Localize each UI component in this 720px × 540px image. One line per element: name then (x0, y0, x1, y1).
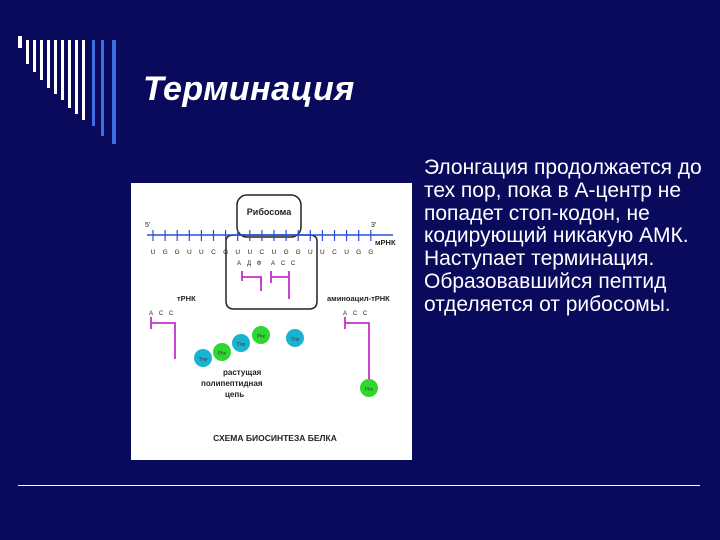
amino-acid-bead (286, 329, 304, 347)
amino-acid-bead-label: Phe (218, 351, 227, 357)
anticodon-letter: С (281, 261, 286, 267)
chain-label-line3: цепь (225, 390, 244, 399)
slide-title: Терминация (143, 70, 355, 108)
trna-label: тРНК (177, 294, 196, 303)
amino-acid-bead (232, 334, 250, 352)
figure-caption: СХЕМА БИОСИНТЕЗА БЕЛКА (213, 433, 337, 443)
amino-acid-bead-label: Tир (198, 357, 207, 363)
mrna-codon-letter: U (247, 249, 252, 256)
chain-label-line2: полипептидная (201, 379, 263, 388)
trna-end-letter: С (353, 311, 358, 317)
mrna-codon-letter: U (199, 249, 204, 256)
amino-acid-bead (213, 343, 231, 361)
amino-acid-bead-right: Phe (360, 379, 378, 397)
five-prime-label: 5' (145, 222, 150, 229)
amino-acid-bead-label: Tир (290, 337, 299, 343)
aminoacyl-trna-label: аминоацил-тРНК (327, 294, 390, 303)
mrna-codon-letter: C (332, 249, 337, 256)
mrna-codon-letter: U (344, 249, 349, 256)
anticodon-letter: А (237, 261, 241, 267)
mrna-label: мРНК (375, 238, 396, 247)
trna-end-letter: С (169, 311, 174, 317)
mrna-ticks (152, 230, 372, 241)
anticodon-letter: А (271, 261, 275, 267)
three-prime-label: 3' (371, 222, 376, 229)
ribosome-label: Рибосома (247, 207, 292, 217)
mrna-codon-letter: G (163, 249, 168, 256)
mrna-codon-letter: U (187, 249, 192, 256)
mrna-codon-letter: U (320, 249, 325, 256)
amino-acid-bead (194, 349, 212, 367)
mrna-codon-letter: G (368, 249, 373, 256)
left-trna (150, 317, 176, 359)
mrna-codon-letter: U (272, 249, 277, 256)
decorative-stripes (18, 36, 116, 144)
amino-acid-bead-label: Tир (236, 342, 245, 348)
mrna-codon-letter: G (356, 249, 361, 256)
trna-right-anchor (270, 271, 290, 283)
amino-acid-bead-label: Phe (365, 387, 374, 393)
trna-end-letter: А (343, 311, 347, 317)
mrna-codon-letter: U (151, 249, 156, 256)
anticodon-letter: Д (247, 261, 251, 267)
mrna-codon-letter: G (284, 249, 289, 256)
trna-end-letter: А (149, 311, 153, 317)
amino-acid-bead-label: Phe (257, 334, 266, 340)
mrna-codon-letter: C (260, 249, 265, 256)
mrna-codon-letter: G (296, 249, 301, 256)
slide-body-text: Элонгация продолжается до тех пор, пока … (424, 156, 702, 316)
ribosome-shape (236, 194, 302, 238)
mrna-codon-letter: C (211, 249, 216, 256)
right-trna (344, 317, 370, 381)
amino-acid-bead (252, 326, 270, 344)
mrna-codon-letter: G (175, 249, 180, 256)
trna-end-letter: С (363, 311, 368, 317)
anticodon-letter: Ф (257, 261, 262, 267)
mrna-codon-letter: U (308, 249, 313, 256)
amino-acid-bead (360, 379, 378, 397)
mrna-codon-letter: G (223, 249, 228, 256)
anticodon-letter: С (291, 261, 296, 267)
trna-left-anchor (241, 271, 262, 283)
chain-label-line1: растущая (223, 368, 262, 377)
mrna-codon-letter: U (235, 249, 240, 256)
trna-shapes (150, 271, 370, 381)
trna-end-letter: С (159, 311, 164, 317)
bottom-divider (18, 485, 700, 486)
